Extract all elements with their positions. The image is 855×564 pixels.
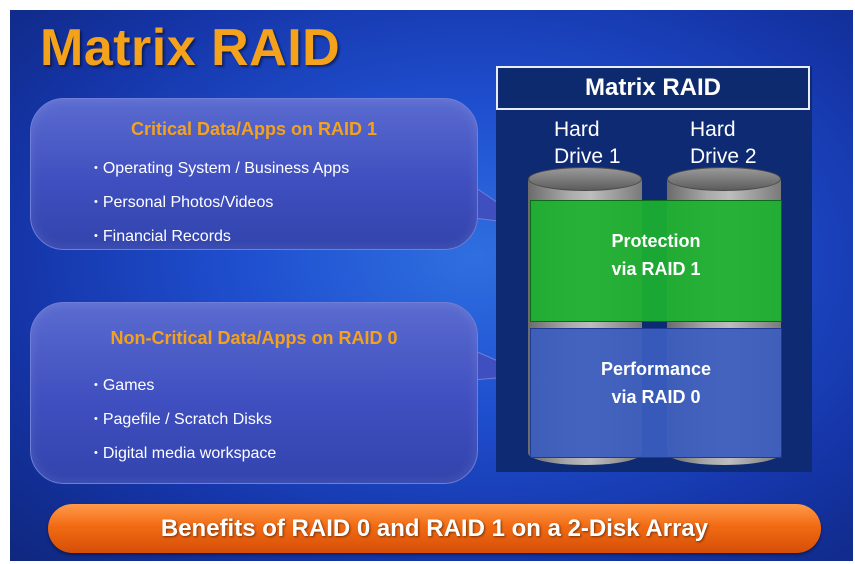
- callout-critical-heading: Critical Data/Apps on RAID 1: [130, 119, 378, 139]
- drive-2-label-line1: Hard: [690, 118, 736, 141]
- list-item: Financial Records: [94, 219, 349, 253]
- callout-noncritical-heading: Non-Critical Data/Apps on RAID 0: [110, 328, 398, 348]
- cylinder-top: [528, 167, 642, 191]
- drive-1-label-line2: Drive 1: [554, 145, 621, 168]
- list-item: Digital media workspace: [94, 436, 276, 470]
- callout-noncritical: Non-Critical Data/Apps on RAID 0 Games P…: [30, 302, 478, 484]
- list-item: Pagefile / Scratch Disks: [94, 402, 276, 436]
- cylinder-top: [667, 167, 781, 191]
- drive-2-label-line2: Drive 2: [690, 145, 757, 168]
- raid-panel-title: Matrix RAID: [496, 66, 810, 110]
- callout-critical-list: Operating System / Business Apps Persona…: [94, 151, 349, 253]
- drive-1-label: Hard Drive 1: [554, 116, 621, 170]
- raid0-performance-zone: Performance via RAID 0: [530, 328, 782, 458]
- slide-title: Matrix RAID: [40, 19, 341, 77]
- callout-noncritical-list: Games Pagefile / Scratch Disks Digital m…: [94, 368, 276, 470]
- benefits-banner: Benefits of RAID 0 and RAID 1 on a 2-Dis…: [48, 504, 821, 553]
- callout-critical: Critical Data/Apps on RAID 1 Operating S…: [30, 98, 478, 250]
- performance-line1: Performance: [600, 359, 712, 379]
- drive-1-label-line1: Hard: [554, 118, 600, 141]
- list-item: Operating System / Business Apps: [94, 151, 349, 185]
- list-item: Personal Photos/Videos: [94, 185, 349, 219]
- protection-line2: via RAID 1: [611, 259, 701, 279]
- performance-line2: via RAID 0: [611, 387, 701, 407]
- slide: Matrix RAID Critical Data/Apps on RAID 1…: [10, 10, 853, 561]
- protection-line1: Protection: [611, 231, 701, 251]
- list-item: Games: [94, 368, 276, 402]
- raid1-protection-zone: Protection via RAID 1: [530, 200, 782, 322]
- drive-2-label: Hard Drive 2: [690, 116, 757, 170]
